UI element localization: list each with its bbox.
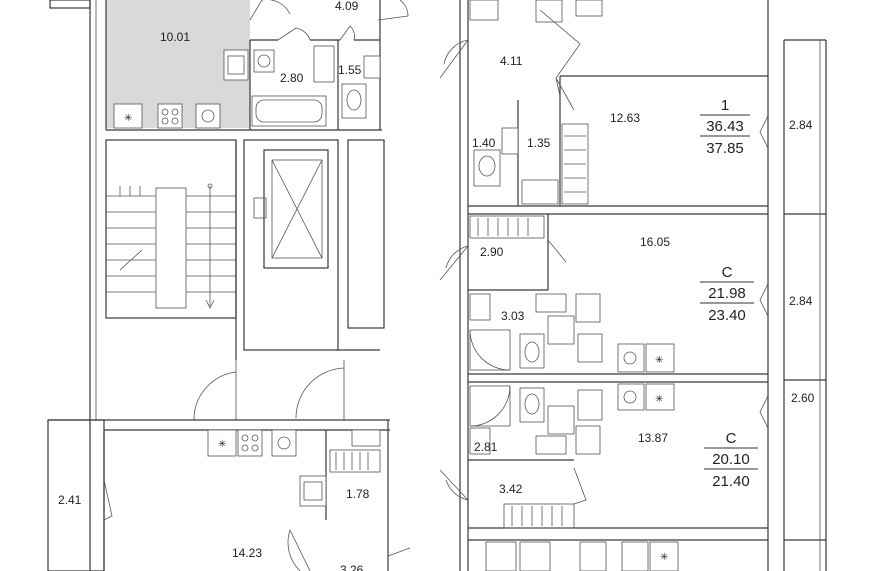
room-area: 3.42 xyxy=(499,482,523,496)
washer-icon-9 xyxy=(579,541,607,571)
apartment-living-area: 21.98 xyxy=(708,285,746,302)
room-area: 12.63 xyxy=(610,111,640,125)
washer-icon-4 xyxy=(469,0,499,21)
stove-icon xyxy=(157,103,183,129)
bathtub-icon xyxy=(251,95,327,127)
toilet-icon xyxy=(341,83,367,119)
room-area: 10.01 xyxy=(160,30,190,44)
room-area: 2.81 xyxy=(474,440,498,454)
apartment-total-area: 21.40 xyxy=(712,473,750,490)
stove-icon-5 xyxy=(621,541,649,571)
sink-icon-6 xyxy=(547,315,575,345)
room-area: 13.87 xyxy=(638,431,668,445)
room-area: 1.55 xyxy=(338,63,362,77)
washer-icon-2 xyxy=(253,49,275,73)
room-area: 3.03 xyxy=(501,309,525,323)
toilet-icon-2 xyxy=(473,149,501,187)
room-area: 4.09 xyxy=(335,0,359,13)
cabinet-icon-2 xyxy=(351,429,381,447)
room-area: 2.60 xyxy=(791,391,815,405)
cabinet-icon xyxy=(313,45,335,83)
room-area: 1.78 xyxy=(346,487,370,501)
sink-icon-2 xyxy=(363,55,381,79)
washer-icon-5 xyxy=(469,293,491,321)
top-left-apartment: ✳ xyxy=(49,0,409,131)
apartment-3-summary: С 20.10 21.40 xyxy=(704,430,758,490)
stove-icon-2 xyxy=(237,429,263,457)
room-labels: 10.01 4.09 2.80 1.55 4.11 12.63 1.40 1.3… xyxy=(58,0,815,571)
stair-steps xyxy=(106,183,236,309)
stair-elevator-core xyxy=(105,139,385,421)
cabinet-icon-3 xyxy=(575,0,603,17)
cabinet-icon-5 xyxy=(535,435,567,455)
freezer-icon-4 xyxy=(645,383,675,411)
room-area: 2.84 xyxy=(789,294,813,308)
freezer-icon-3 xyxy=(645,343,675,373)
freezer-icon xyxy=(113,103,143,129)
apartment-type: С xyxy=(722,264,733,281)
toilet-icon-4 xyxy=(519,387,545,423)
elevator-shaft xyxy=(263,149,329,269)
apartment-living-area: 20.10 xyxy=(712,451,750,468)
sink-icon-9 xyxy=(577,389,603,421)
washer-icon-8 xyxy=(617,383,645,411)
radiator-apt2 xyxy=(469,215,545,239)
room-area: 2.84 xyxy=(789,118,813,132)
apartment-2-summary: С 21.98 23.40 xyxy=(700,264,754,324)
washer-icon-6 xyxy=(617,343,645,373)
room-area: 1.35 xyxy=(527,136,551,150)
sink-icon-10 xyxy=(519,541,551,571)
washer-icon-3 xyxy=(271,429,297,457)
bottom-left-apartment: ✳ xyxy=(47,419,411,571)
shower-icon-2 xyxy=(469,385,511,427)
apartment-total-area: 23.40 xyxy=(708,307,746,324)
room-area: 1.40 xyxy=(472,136,496,150)
right-wing: ✳ ✳ xyxy=(439,0,827,571)
apartment-1-summary: 1 36.43 37.85 xyxy=(700,97,750,157)
washer-icon xyxy=(195,103,221,129)
sink-icon-8 xyxy=(547,405,575,435)
sink-icon-4 xyxy=(501,127,519,155)
cabinet-icon-6 xyxy=(485,541,517,571)
svg-text:✳: ✳ xyxy=(218,439,226,450)
toilet-icon-3 xyxy=(519,333,545,369)
stove-icon-3 xyxy=(575,293,601,323)
room-area: 2.90 xyxy=(480,245,504,259)
shower-icon xyxy=(469,329,511,371)
freezer-icon-5 xyxy=(649,541,679,571)
sink-icon-5 xyxy=(535,0,563,23)
svg-text:✳: ✳ xyxy=(660,552,668,563)
washer-icon-7 xyxy=(469,427,491,455)
room-area: 2.80 xyxy=(280,71,304,85)
room-area: 2.41 xyxy=(58,493,82,507)
freezer-icon-2 xyxy=(207,429,237,457)
sink-icon-7 xyxy=(577,333,603,363)
room-area: 4.11 xyxy=(500,54,523,68)
radiator-apt3 xyxy=(503,503,575,529)
svg-text:✳: ✳ xyxy=(655,355,663,366)
room-area: 3.26 xyxy=(340,563,364,571)
svg-text:✳: ✳ xyxy=(655,394,663,405)
cabinet-icon-4 xyxy=(535,293,567,313)
apartment-living-area: 36.43 xyxy=(706,118,744,135)
room-area: 14.23 xyxy=(232,546,262,560)
apartment-type: С xyxy=(726,430,737,447)
room-area: 16.05 xyxy=(640,235,670,249)
svg-text:✳: ✳ xyxy=(124,113,132,124)
stove-icon-4 xyxy=(575,425,601,455)
radiator-apt1 xyxy=(561,123,589,205)
apartment-total-area: 37.85 xyxy=(706,140,744,157)
radiator-bottom-left xyxy=(329,449,381,473)
apartment-type: 1 xyxy=(721,97,729,114)
